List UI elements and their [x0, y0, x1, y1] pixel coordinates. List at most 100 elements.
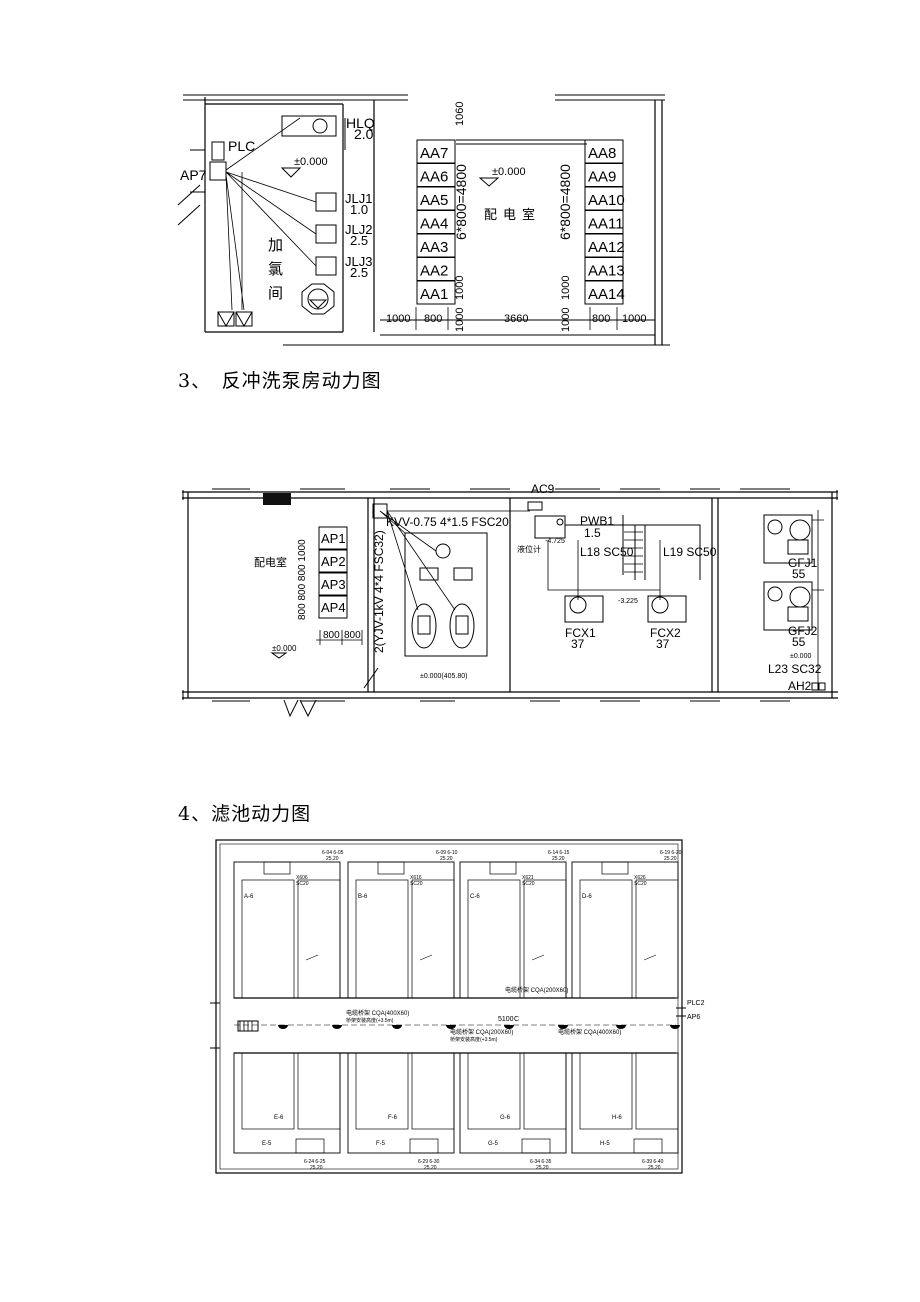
- cell-sc-label: SC20: [634, 881, 647, 887]
- cell-top-letter: D-6: [582, 894, 592, 900]
- dim-bottom-2: 800: [424, 313, 442, 325]
- filter-bed-bottom-left: [579, 1052, 633, 1130]
- panel-label-ap4: AP4: [321, 600, 346, 615]
- jlj2-label: JLJ2: [345, 222, 372, 237]
- top-circuit-label: 6-14 6-15: [548, 850, 570, 856]
- dim-vert-panels: 800 800 800 1000: [297, 539, 308, 620]
- filter-bed-bottom: [297, 1052, 341, 1130]
- elev-mid-2: -3.225: [618, 598, 638, 605]
- elev-bottom-2: ±0.000(405.80): [420, 673, 467, 680]
- cabinet-label-aa13: AA13: [588, 263, 625, 280]
- cell-sc-label: SC20: [296, 881, 309, 887]
- cell-bottom-letter-2: G-5: [488, 1141, 499, 1147]
- channel-light: [616, 1025, 626, 1029]
- cabinet-aa14: [584, 280, 624, 305]
- hlq-value: 2.0: [354, 126, 374, 142]
- top-circuit-label: 6-19 6-20: [660, 850, 682, 856]
- ap6-label: AP6: [687, 1014, 700, 1021]
- top-sc-label: 25.20: [440, 856, 453, 862]
- l19-label: L19 SC50: [663, 545, 717, 559]
- pwb1-value: 1.5: [584, 526, 601, 540]
- cabinet-label-aa14: AA14: [588, 286, 625, 303]
- fcx1-label: FCX1: [565, 626, 596, 640]
- filter-cell-top: [233, 861, 341, 999]
- section4-caption: 4、滤池动力图: [178, 803, 312, 825]
- filter-bed-top: [297, 879, 341, 999]
- cabinet-label-aa3: AA3: [420, 239, 448, 256]
- l23-label: L23 SC32: [768, 662, 822, 676]
- dim-bottom-6: 800: [592, 313, 610, 325]
- bottom-circuit-label: 6-29 6-30: [418, 1159, 440, 1165]
- cabinet-label-aa4: AA4: [420, 216, 448, 233]
- filter-cell-bottom: [571, 1052, 679, 1154]
- cell-notch-bottom: [521, 1138, 551, 1154]
- dim-bottom-3: 1000: [454, 308, 466, 332]
- dim-horiz-2: 800: [344, 630, 361, 641]
- filter-cell-bottom: [459, 1052, 567, 1154]
- ah2-label: AH2: [788, 679, 812, 693]
- cabinet-label-aa12: AA12: [588, 239, 625, 256]
- cell-bottom-letter: G-6: [500, 1115, 511, 1121]
- filter-bed-top-left: [241, 879, 295, 999]
- dim-bottom-4: 3660: [504, 313, 528, 325]
- cell-bottom-letter-2: E-5: [262, 1141, 272, 1147]
- elevation-dist: ±0.000: [492, 166, 526, 178]
- cell-leader-top: [305, 954, 319, 961]
- jlj3-label: JLJ3: [345, 254, 372, 269]
- filter-cell-top: [347, 861, 455, 999]
- elev-left-2: ±0.000: [272, 644, 297, 653]
- chlor-room-char-2: 氯: [268, 261, 283, 278]
- bottom-circuit-label: 6-34 6-35: [530, 1159, 552, 1165]
- channel-light: [332, 1025, 342, 1029]
- dim-top: 1060: [454, 102, 466, 126]
- tray3-label: 电缆桥架 CQA(400X60): [558, 1028, 621, 1036]
- filter-bed-bottom-left: [467, 1052, 521, 1130]
- cell-leader-top: [419, 954, 433, 961]
- cell-code-label: X606: [296, 875, 308, 881]
- jlj2-value: 2.5: [350, 233, 368, 248]
- mid-c: C: [514, 1016, 519, 1023]
- filter-cell-bottom: [347, 1052, 455, 1154]
- cell-notch-top: [489, 861, 517, 875]
- gfj1-value: 55: [792, 567, 806, 581]
- cabinet-label-aa10: AA10: [588, 192, 625, 209]
- cell-top-letter: A-6: [244, 894, 254, 900]
- top-circuit-label: 6-04 6-05: [322, 850, 344, 856]
- pump-room-plan: PLC AP7 HLQ 2.0 ±0.000 JLJ1 1.0 JLJ2 2.5…: [177, 94, 670, 346]
- cabinet-label-aa1: AA1: [420, 286, 448, 303]
- bottom-circuit-label: 6-39 6-40: [642, 1159, 664, 1165]
- chlor-room-char-3: 间: [268, 285, 283, 302]
- cell-notch-bottom: [633, 1138, 663, 1154]
- cell-notch-bottom: [409, 1138, 439, 1154]
- plc-label: PLC: [228, 138, 255, 154]
- l18-label: L18 SC50: [580, 545, 634, 559]
- dim-side-right: 1000: [560, 276, 572, 300]
- filter-bed-top: [523, 879, 567, 999]
- gfj1-label: GFJ1: [788, 556, 818, 570]
- filter-bed-top-left: [467, 879, 521, 999]
- ac9-label: AC9: [531, 482, 555, 496]
- cabinet-label-aa8: AA8: [588, 145, 616, 162]
- channel-light: [278, 1025, 288, 1029]
- cabinet-aa1: [416, 280, 456, 305]
- dim-right-vertical: 6*800=4800: [557, 164, 573, 240]
- panel-ap1: [318, 526, 348, 550]
- tray1-label: 电缆桥架 CQA(400X60): [346, 1009, 409, 1017]
- cell-code-label: X626: [634, 875, 646, 881]
- cell-code-label: X621: [522, 875, 534, 881]
- cell-bottom-letter: E-6: [274, 1115, 284, 1121]
- cell-leader-top: [643, 954, 657, 961]
- filter-bed-bottom-left: [241, 1052, 295, 1130]
- cabinet-label-aa2: AA2: [420, 263, 448, 280]
- cell-code-label: X616: [410, 875, 422, 881]
- chlor-room-char-1: 加: [268, 237, 283, 254]
- filter-bed-bottom: [523, 1052, 567, 1130]
- cell-sc-label: SC20: [522, 881, 535, 887]
- elev-right-2: ±0.000: [790, 653, 811, 660]
- panel-label-ap2: AP2: [321, 554, 346, 569]
